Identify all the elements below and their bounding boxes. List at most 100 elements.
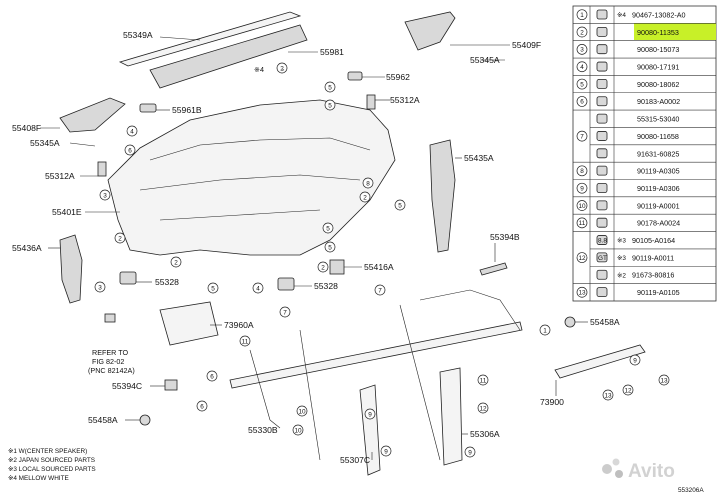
callout-circle xyxy=(374,284,386,296)
callout-55345a-left: 55345A xyxy=(30,138,60,148)
row-number-circle xyxy=(576,217,588,229)
legend-4: ※4 MELLOW WHITE xyxy=(8,475,69,482)
callout-55330b: 55330B xyxy=(248,425,278,435)
callout-circle xyxy=(126,125,138,137)
callout-circle-number: 7 xyxy=(378,287,382,294)
part-number-highlighted[interactable]: 90080-11353 xyxy=(637,28,679,37)
cover-55408f xyxy=(59,97,126,133)
legend: ※1 W(CENTER SPEAKER) ※2 JAPAN SOURCED PA… xyxy=(8,448,96,482)
part-number[interactable]: 90183-A0002 xyxy=(637,97,680,106)
part-number[interactable]: 90080-11658 xyxy=(637,132,679,141)
callout-circle xyxy=(629,354,641,366)
row-mark: ※3 xyxy=(617,255,626,262)
callout-circle-number: 5 xyxy=(398,202,402,209)
fastener-icon xyxy=(596,61,608,72)
row-number-circle xyxy=(576,182,588,194)
row-number: 8 xyxy=(580,168,584,175)
row-number-circle xyxy=(576,26,588,38)
part-number[interactable]: 91631-60825 xyxy=(637,149,679,158)
legend-3: ※3 LOCAL SOURCED PARTS xyxy=(8,466,96,473)
legend-2: ※2 JAPAN SOURCED PARTS xyxy=(8,457,95,464)
part-number[interactable]: 90105-A0164 xyxy=(632,236,675,245)
callout-73960a: 73960A xyxy=(224,320,254,330)
callout-55394c: 55394C xyxy=(112,381,142,391)
row-number-circle xyxy=(576,96,588,107)
part-number[interactable]: 90119-A0305 xyxy=(637,167,680,176)
row-number: 1 xyxy=(580,12,584,19)
callout-circle xyxy=(380,445,392,457)
callout-labels: 55349A 55981 55409F 55345A 55962 55312A … xyxy=(12,30,620,465)
callout-circle xyxy=(276,62,288,74)
clip-55961b xyxy=(139,103,157,113)
row-number: 11 xyxy=(579,220,586,227)
callout-circle-number: 11 xyxy=(242,338,249,345)
refer-line-2: FIG 82-02 xyxy=(92,357,124,366)
callout-circle xyxy=(477,374,489,386)
part-number[interactable]: 90467-13082-A0 xyxy=(632,10,686,19)
row-grade: GT xyxy=(598,255,607,262)
part-number[interactable]: 90080-17191 xyxy=(637,63,679,72)
callout-circle xyxy=(622,384,634,396)
refer-line-1: REFER TO xyxy=(92,348,128,357)
part-number[interactable]: 90080-18062 xyxy=(637,80,679,89)
callout-55436a: 55436A xyxy=(12,243,42,253)
brace-55307c xyxy=(359,384,381,476)
callout-circle-number: 13 xyxy=(660,377,668,384)
bracket-55328-right xyxy=(277,277,295,291)
part-number[interactable]: 90080-15073 xyxy=(637,45,679,54)
part-number[interactable]: 90119-A0306 xyxy=(637,184,680,193)
part-number[interactable]: 90178-A0024 xyxy=(637,219,680,228)
part-number[interactable]: 91673-80816 xyxy=(632,271,674,280)
part-number[interactable]: 90119-A0001 xyxy=(637,201,680,210)
fastener-icon xyxy=(596,183,608,193)
top-strip-55349a xyxy=(118,11,302,67)
callout-circle xyxy=(322,222,334,234)
row-number: 2 xyxy=(580,29,584,36)
watermark-text: Avito xyxy=(628,461,675,482)
callout-circle-number: 5 xyxy=(328,84,332,91)
callout-circle-number: 13 xyxy=(604,392,612,399)
panel-55435a xyxy=(429,139,456,253)
callout-circle xyxy=(602,389,614,401)
clip-55962 xyxy=(347,71,363,81)
fastener-icon xyxy=(596,96,608,107)
callout-55312a-top: 55312A xyxy=(390,95,420,105)
callout-circle-number: 8 xyxy=(366,180,370,187)
row-number-circle xyxy=(576,44,588,55)
part-number[interactable]: 90119-A0011 xyxy=(632,253,674,262)
highlight-row-2 xyxy=(634,23,716,40)
part-number[interactable]: 55315-53040 xyxy=(637,115,679,124)
callout-circle xyxy=(364,408,376,420)
row-mark: ※3 xyxy=(617,238,626,245)
row-number: 13 xyxy=(578,290,586,297)
callout-55401e: 55401E xyxy=(52,207,82,217)
callout-circle xyxy=(114,232,126,244)
figure-code: 553206A xyxy=(678,487,704,494)
callout-55961b: 55961B xyxy=(172,105,202,115)
callout-55307c: 55307C xyxy=(340,455,370,465)
defroster-panel-55981 xyxy=(149,24,308,89)
row-number-circle xyxy=(576,200,588,211)
callout-55981: 55981 xyxy=(320,47,344,57)
bracket-55416a xyxy=(329,259,345,275)
callout-circle-number: 10 xyxy=(294,427,302,434)
callout-55458a-left: 55458A xyxy=(88,415,118,425)
row-number: 10 xyxy=(578,203,586,210)
row-number: 4 xyxy=(580,64,584,71)
callout-circle xyxy=(658,374,670,386)
callout-55458a-right: 55458A xyxy=(590,317,620,327)
callout-55312a-left: 55312A xyxy=(45,171,75,181)
callout-circle-number: 3 xyxy=(103,192,107,199)
callout-circle xyxy=(99,189,111,201)
callout-circle-number: 2 xyxy=(321,264,325,271)
part-number[interactable]: 90119-A0105 xyxy=(637,288,680,297)
fastener-icon xyxy=(596,113,608,124)
clip-55312a-top xyxy=(366,94,376,110)
callout-circle-number: 5 xyxy=(326,225,330,232)
row-number-circle xyxy=(576,130,588,142)
callout-circle-number: 5 xyxy=(211,285,215,292)
callout-circle-number: 6 xyxy=(128,147,132,154)
panel-55436a xyxy=(59,234,83,304)
